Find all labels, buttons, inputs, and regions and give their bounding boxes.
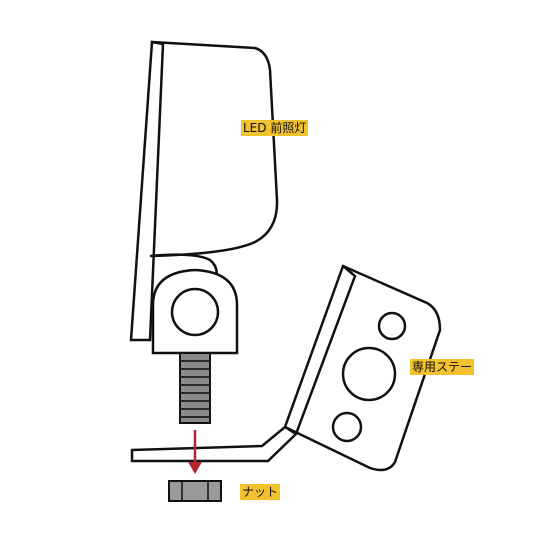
pivot-hole [170,287,220,337]
bracket-hole-bottom [331,411,363,443]
bolt-threads [180,360,210,418]
bracket-label: 専用ステー [410,359,475,375]
nut-body [168,480,222,502]
nut [168,480,222,502]
down-arrow-icon [188,430,202,474]
nut-label: ナット [240,484,281,500]
pivot-mount [151,268,239,355]
led-light-label: LED 前照灯 [241,120,309,136]
bolt-shaft [179,352,211,424]
headlight-housing [148,40,279,258]
bracket-hole-top [377,311,407,341]
led-headlight [129,40,279,342]
bracket-side-edge [294,265,357,435]
bolt [179,352,211,424]
headlight-lens [129,40,165,342]
bracket [130,264,442,472]
bracket-hole-center [341,346,397,402]
bracket-base-arm [130,425,299,463]
